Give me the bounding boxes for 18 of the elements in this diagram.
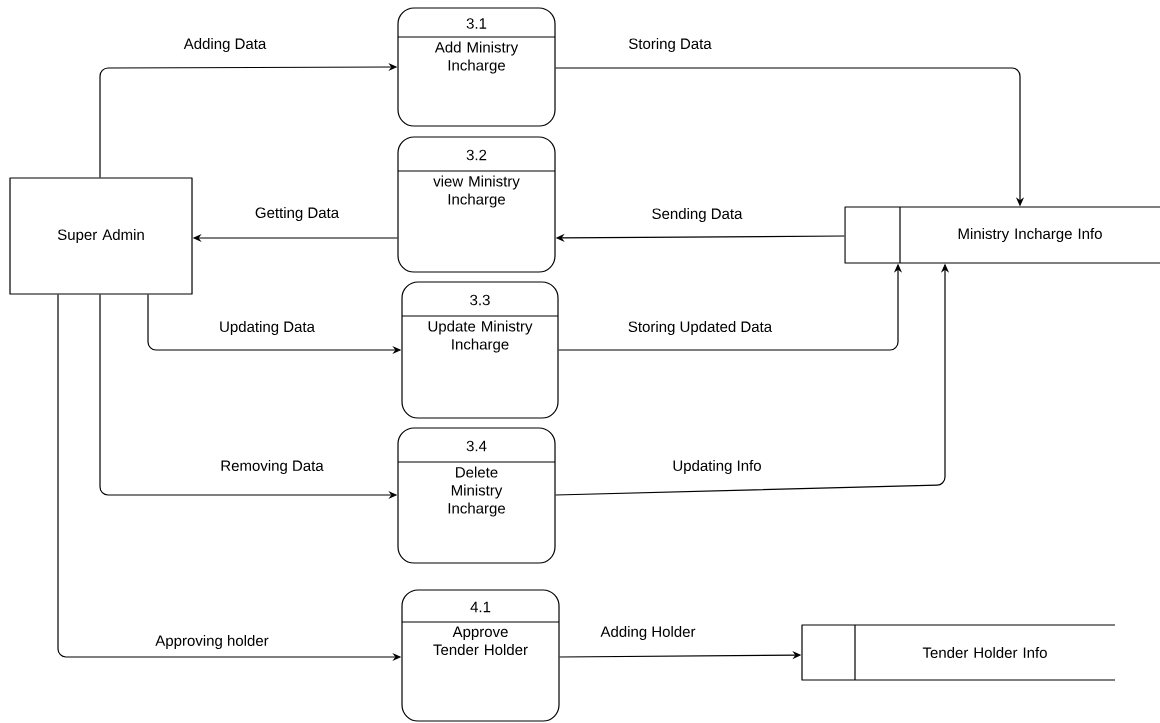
edge-label: Removing Data [219,459,325,475]
process-box: 3.3 Update Ministry Incharge [401,281,559,419]
process-box: 3.2 view Ministry Incharge [397,136,556,273]
entity-box: Super Admin [9,177,193,295]
process-box: 3.1 Add Ministry Incharge [397,7,556,127]
edge-label: Sending Data [650,207,744,223]
process-box: 3.4 Delete Ministry Incharge [397,427,556,564]
edge-label: Storing Updated Data [626,320,774,336]
data-store: Tender Holder Info [801,624,1116,681]
edge-label: Approving holder [154,634,270,650]
edge-label: Updating Info [671,459,763,475]
edge-label: Updating Data [218,320,316,336]
edge-label: Storing Data [627,37,713,53]
process-box: 4.1 Approve Tender Holder [401,589,560,722]
edge-label: Getting Data [253,206,341,222]
edge-label: Adding Data [182,37,268,53]
data-store: Ministry Incharge Info [844,206,1160,264]
edge-label: Adding Holder [599,625,697,641]
